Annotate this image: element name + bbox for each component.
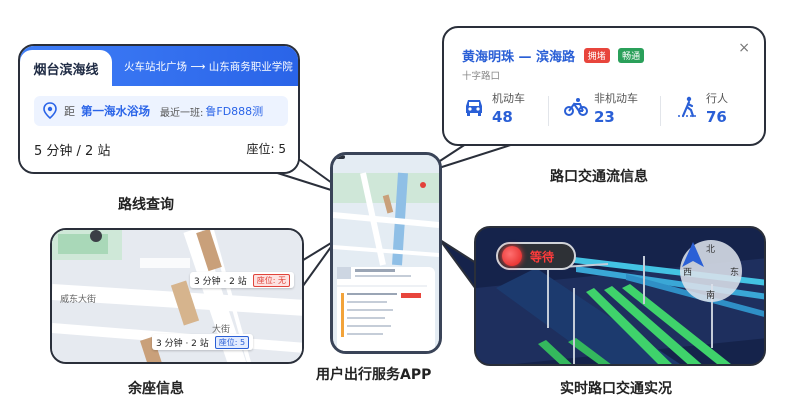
realtime-intersection-view[interactable]: 等待 北 南 东 西 — [474, 226, 766, 366]
intersection-type: 十字路口 — [462, 71, 501, 82]
street-label: 大街 — [212, 325, 231, 335]
congested-tag: 拥堵 — [583, 48, 610, 63]
seat-chip-eta: 3 分钟 · 2 站 — [156, 338, 209, 349]
seat-status-available: 座位: 5 — [214, 335, 250, 349]
compass-north: 北 — [706, 245, 716, 255]
road-name: 黄海明珠 — 滨海路 拥堵 畅通 — [462, 46, 645, 65]
caption-traffic-flow: 路口交通流信息 — [550, 169, 648, 185]
route-card-body: 距 第一海水浴场 最近一班: 鲁FD888测 5 分钟 / 2 站 座位: 5 — [20, 86, 298, 172]
caption-intersection: 实时路口交通实况 — [560, 381, 672, 397]
metric-motor-vehicle: 机动车 48 — [462, 90, 552, 134]
phone-status-bar — [333, 155, 439, 173]
seat-info-map[interactable]: 威东大街 大街 3 分钟 · 2 站 座位: 无 3 分钟 · 2 站 座位: … — [50, 228, 304, 364]
route-tabbar: 烟台滨海线 火车站北广场 ⟶ 山东商务职业学院 — [20, 46, 298, 86]
last-bus-label: 最近一班: — [160, 107, 204, 119]
caption-app: 用户出行服务APP — [316, 367, 432, 383]
caption-route-query: 路线查询 — [118, 197, 174, 213]
nearest-stop-box[interactable]: 距 第一海水浴场 最近一班: 鲁FD888测 — [34, 96, 288, 126]
metric-value: 48 — [492, 108, 513, 126]
stop-name: 第一海水浴场 — [81, 104, 150, 118]
divider — [548, 96, 549, 126]
seat-chip[interactable]: 3 分钟 · 2 站 座位: 无 — [190, 272, 295, 288]
red-light-icon — [502, 246, 522, 266]
metric-non-motor: 非机动车 23 — [564, 90, 664, 134]
caption-seat-info: 余座信息 — [128, 381, 184, 397]
seat-status-full: 座位: 无 — [252, 273, 291, 287]
car-icon — [466, 100, 482, 116]
street-label: 威东大街 — [60, 295, 97, 305]
compass-east: 东 — [730, 268, 740, 278]
phone-bottom-sheet — [337, 267, 435, 351]
metric-label: 机动车 — [492, 92, 525, 105]
compass-west: 西 — [683, 268, 693, 278]
smooth-tag: 畅通 — [618, 48, 645, 63]
phone-sheet-content — [337, 267, 427, 337]
compass-widget[interactable]: 北 南 东 西 — [680, 240, 742, 302]
location-pin-icon — [43, 102, 57, 120]
compass-south: 南 — [706, 291, 716, 301]
route-direction: 火车站北广场 ⟶ 山东商务职业学院 — [124, 61, 293, 73]
route-tab[interactable]: 烟台滨海线 — [20, 50, 112, 86]
last-bus-plate: 鲁FD888测 — [205, 105, 264, 118]
traffic-signal: 等待 — [496, 242, 576, 270]
eta-text: 5 分钟 / 2 站 — [34, 144, 111, 159]
metric-pedestrian: 行人 76 — [676, 90, 756, 134]
bicycle-icon — [564, 98, 588, 116]
phone-mockup[interactable] — [330, 152, 442, 354]
seat-chip-eta: 3 分钟 · 2 站 — [194, 276, 247, 287]
seat-count: 座位: 5 — [246, 142, 287, 156]
phone-notch-icon — [333, 155, 345, 159]
pedestrian-icon — [678, 96, 698, 118]
signal-status: 等待 — [530, 249, 555, 264]
navigation-arrow-icon — [682, 242, 704, 267]
metric-label: 非机动车 — [594, 92, 638, 105]
metric-value: 76 — [706, 108, 727, 126]
stop-prefix: 距 — [64, 105, 75, 118]
road-name-text: 黄海明珠 — 滨海路 — [462, 50, 576, 65]
divider — [660, 96, 661, 126]
metric-label: 行人 — [706, 92, 728, 105]
seat-chip[interactable]: 3 分钟 · 2 站 座位: 5 — [152, 334, 254, 350]
metric-value: 23 — [594, 108, 615, 126]
traffic-flow-card: 黄海明珠 — 滨海路 拥堵 畅通 × 十字路口 机动车 48 非机动车 23 — [442, 26, 766, 146]
close-icon[interactable]: × — [738, 40, 750, 56]
route-query-card[interactable]: 烟台滨海线 火车站北广场 ⟶ 山东商务职业学院 距 第一海水浴场 最近一班: 鲁… — [18, 44, 300, 174]
